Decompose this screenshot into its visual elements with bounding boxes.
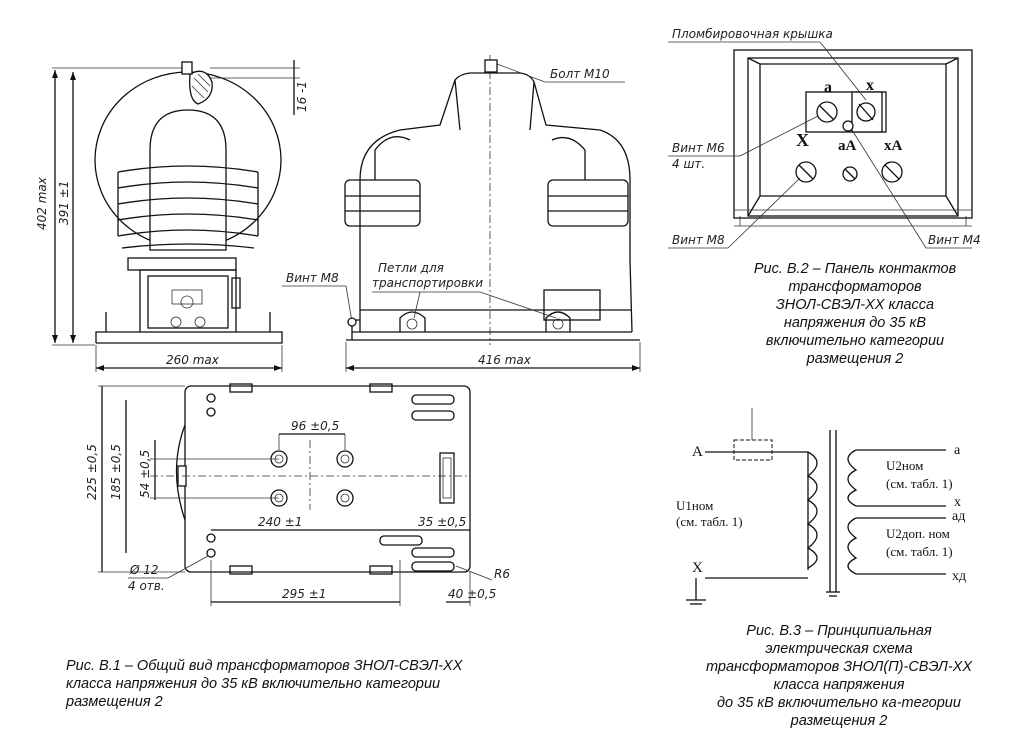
label-seal-cover: Пломбировочная крышка [672, 27, 833, 41]
label-bolt-m10: Болт М10 [550, 67, 610, 81]
dim-width-front: 260 max [166, 353, 220, 367]
dim-hole: Ø 12 [129, 563, 159, 577]
term-x: x [954, 495, 961, 510]
label-screw-m4: Винт М4 [928, 233, 981, 247]
u2d-line2: (см. табл. 1) [886, 544, 953, 559]
term-a: a [954, 443, 961, 458]
plan-view: 96 ±0,5 225 ±0,5 185 ±0,5 54 ±0,5 240 ±1… [85, 383, 510, 606]
term-xA: xA [884, 138, 903, 154]
dim-hole-count: 4 отв. [128, 579, 165, 593]
caption-b2-line: включительно категории [765, 333, 945, 349]
caption-b3-line: до 35 кВ включительно ка-тегории [717, 695, 961, 711]
caption-b3-line: трансформаторов ЗНОЛ(П)-СВЭЛ-ХХ [706, 659, 972, 675]
caption-b1-line: Рис. В.1 – Общий вид трансформаторов ЗНО… [66, 658, 463, 674]
label-screw-m8: Винт М8 [672, 233, 725, 247]
caption-b3-line: класса напряжения [773, 677, 905, 693]
term-X: X [692, 560, 703, 576]
label-screw-m6-count: 4 шт. [672, 157, 705, 171]
u1-line2: (см. табл. 1) [676, 514, 743, 529]
dim-width-side: 416 max [478, 353, 532, 367]
label-screw-m8-side: Винт М8 [286, 271, 339, 285]
term-A: A [692, 444, 703, 460]
caption-fig-b2: Рис. В.2 – Панель контактов трансформато… [690, 260, 1020, 368]
dim-185: 185 ±0,5 [109, 444, 123, 500]
dim-295: 295 ±1 [282, 587, 326, 601]
dim-54: 54 ±0,5 [138, 450, 152, 498]
term-aA: aA [838, 138, 857, 154]
dim-96: 96 ±0,5 [291, 419, 339, 433]
dim-r6: R6 [494, 567, 510, 581]
caption-b1-line: класса напряжения до 35 кВ включительно … [66, 676, 441, 692]
caption-b2-line: размещения 2 [806, 351, 904, 367]
caption-b2-line: трансформаторов [788, 279, 922, 295]
term-ad: aд [952, 509, 965, 524]
caption-b1-line: размещения 2 [66, 694, 163, 710]
dim-40: 40 ±0,5 [448, 587, 496, 601]
dim-height: 391 ±1 [57, 181, 71, 225]
caption-b2-line: Рис. В.2 – Панель контактов [753, 261, 957, 277]
caption-b2-line: напряжения до 35 кВ [783, 315, 927, 331]
u2d-line1: U2доп. ном [886, 526, 950, 541]
dim-225: 225 ±0,5 [85, 444, 99, 500]
term-a: a [824, 79, 832, 96]
contact-panel: a x X aA xA Пломбировочная крышка Винт М… [668, 27, 981, 249]
term-X: X [796, 130, 809, 150]
label-loops-l1: Петли для [378, 261, 444, 275]
label-loops-l2: транспортировки [372, 276, 483, 290]
caption-b3-line: размещения 2 [790, 713, 888, 729]
caption-b3-line: Рис. В.3 – Принципиальная [746, 623, 932, 639]
u2-line1: U2ном [886, 458, 923, 473]
dim-height-total: 402 max [35, 176, 49, 230]
u2-line2: (см. табл. 1) [886, 476, 953, 491]
caption-b3-line: электрическая схема [765, 641, 913, 657]
label-screw-m6: Винт М6 [672, 141, 725, 155]
u1-line1: U1ном [676, 498, 713, 513]
front-view: 402 max 391 ±1 16 -1 [35, 60, 309, 372]
side-view: Болт М10 Винт М8 Петли для транспортиров… [282, 55, 641, 372]
circuit-schematic: A X U1ном (см. табл. 1) a x U2ном (см. т… [676, 408, 966, 605]
dim-35: 35 ±0,5 [418, 515, 466, 529]
dim-16: 16 -1 [295, 81, 309, 112]
term-xd: xд [952, 569, 966, 584]
caption-b2-line: ЗНОЛ-СВЭЛ-ХХ класса [775, 297, 935, 313]
term-x: x [866, 77, 874, 94]
dim-240: 240 ±1 [258, 515, 302, 529]
caption-fig-b3: Рис. В.3 – Принципиальная электрическая … [654, 622, 1024, 730]
caption-fig-b1: Рис. В.1 – Общий вид трансформаторов ЗНО… [66, 657, 626, 711]
